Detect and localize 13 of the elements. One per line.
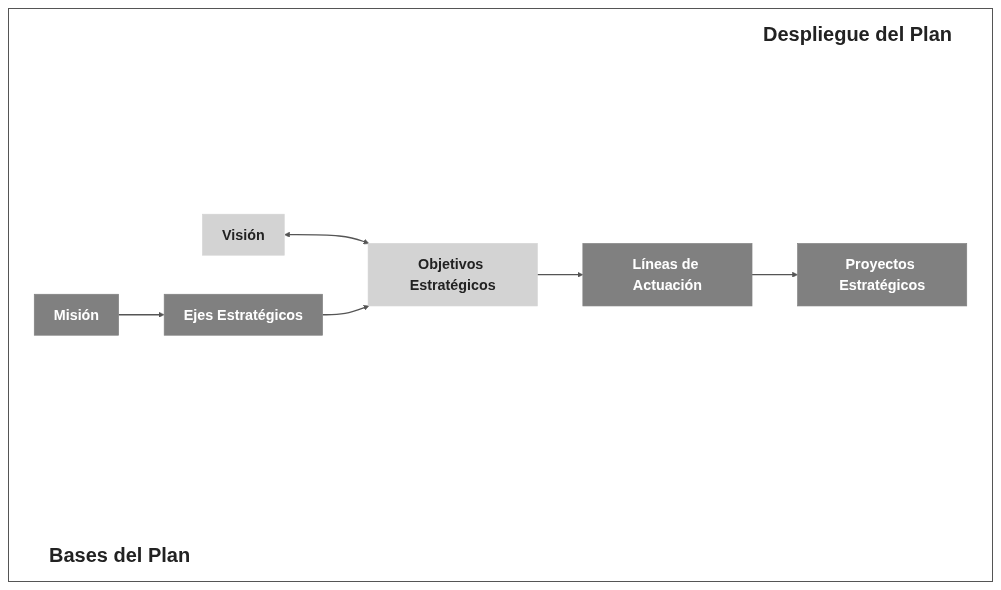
node-box: Ejes Estratégicos (163, 294, 323, 336)
node-box: Líneas de Actuación (582, 243, 753, 307)
arrow (284, 232, 370, 245)
plan-label: Despliegue del Plan (763, 23, 952, 46)
arrow (117, 312, 165, 318)
arrow (536, 272, 584, 278)
node-box: Objetivos Estratégicos (367, 243, 538, 307)
arrow (321, 305, 370, 316)
node-box: Misión (33, 294, 119, 336)
arrow (751, 272, 798, 278)
node-box: Visión (202, 214, 285, 256)
plan-label: Bases del Plan (49, 544, 191, 567)
node-box: Proyectos Estratégicos (797, 243, 968, 307)
